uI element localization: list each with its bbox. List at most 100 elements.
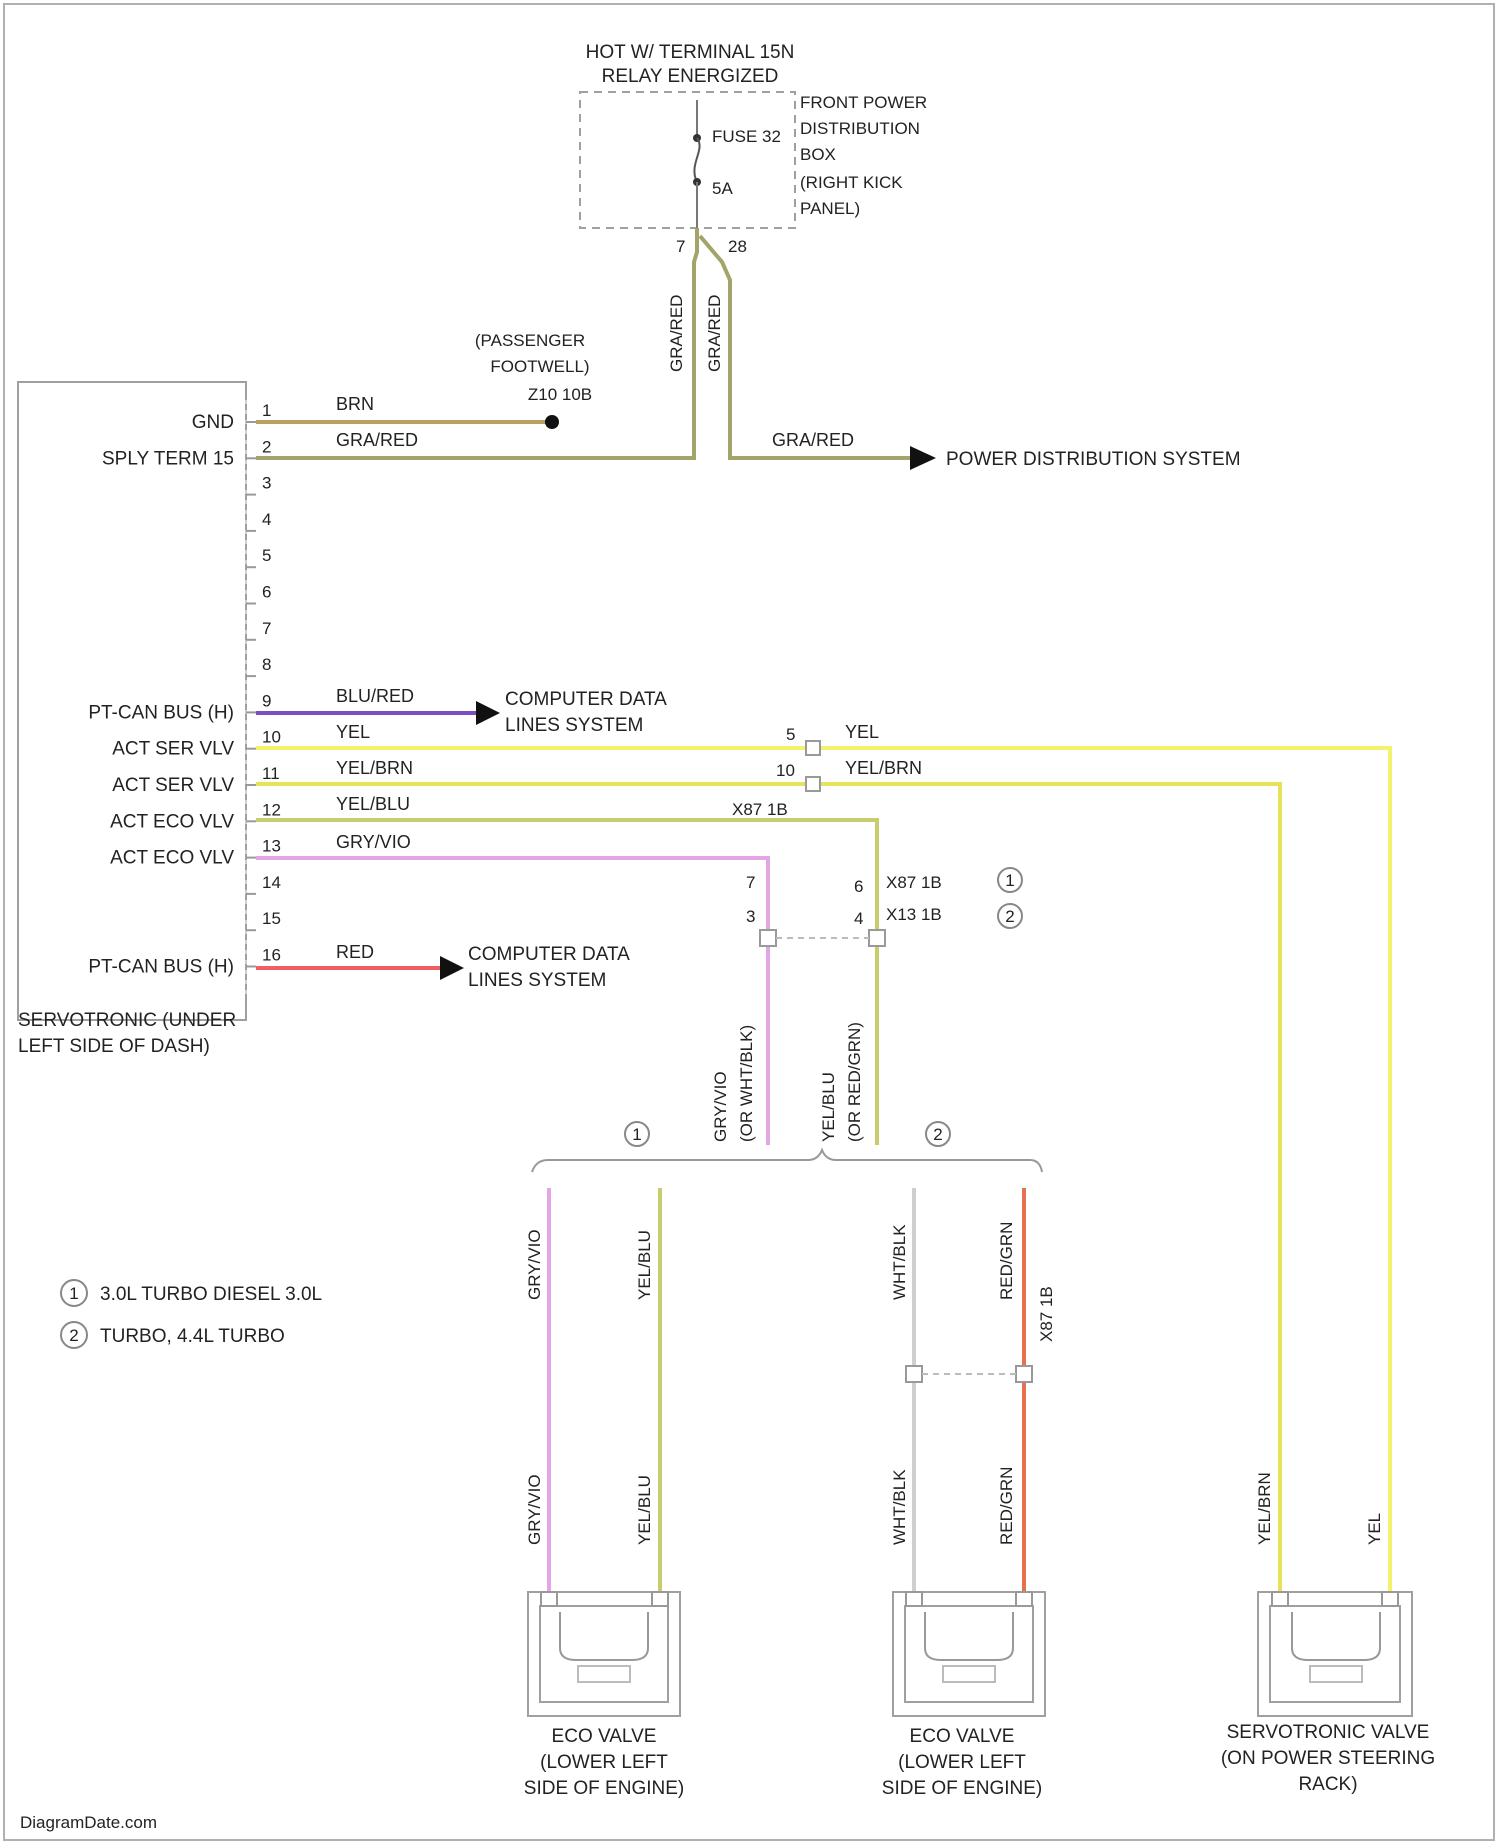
fuse-box-outline <box>580 92 795 228</box>
wire-label-riser-right: GRA/RED <box>705 295 724 372</box>
eco-valve-2: ECO VALVE (LOWER LEFT SIDE OF ENGINE) <box>882 1592 1045 1799</box>
branch-label-right-2: (OR RED/GRN) <box>845 1022 864 1142</box>
module-pin-number: 3 <box>262 474 271 493</box>
connector-pin-7: 7 <box>746 873 755 892</box>
branch-label-left-2: (OR WHT/BLK) <box>737 1025 756 1142</box>
legend-marker-1-label: 1 <box>69 1284 78 1303</box>
connector-x13-label: X13 1B <box>886 905 942 924</box>
ground-icon <box>545 415 559 429</box>
module-pin-number: 5 <box>262 546 271 565</box>
connector-right-body <box>869 930 885 946</box>
connector-pin-4: 4 <box>854 909 863 928</box>
servo-valve-name-1: SERVOTRONIC VALVE <box>1227 1722 1430 1743</box>
ground-location-1: (PASSENGER <box>475 331 585 350</box>
module-outline <box>18 382 246 1020</box>
wire-label-yel-right: YEL <box>845 722 879 742</box>
module-pin-label: PT-CAN BUS (H) <box>88 702 234 723</box>
module-pin-label: ACT ECO VLV <box>110 811 234 832</box>
wire-label-v2b-low: RED/GRN <box>997 1467 1016 1545</box>
variant-marker-1-label: 1 <box>632 1125 641 1144</box>
wire-label-2: GRA/RED <box>336 430 418 450</box>
destination-can-l-2: LINES SYSTEM <box>468 970 606 991</box>
module-pin-number: 7 <box>262 619 271 638</box>
wire-label-to-pds: GRA/RED <box>772 430 854 450</box>
signal-wires: BRN GRA/RED BLU/RED COMPUTER DATA LINES … <box>256 394 1390 1594</box>
relay-title-line-2: RELAY ENERGIZED <box>602 66 779 87</box>
wire-label-13: GRY/VIO <box>336 832 411 852</box>
fuse-rating: 5A <box>712 179 733 198</box>
eco-valve-2-name-1: ECO VALVE <box>910 1726 1015 1747</box>
inline-connector-yelbrn <box>806 777 820 791</box>
module-pin-number: 12 <box>262 800 281 819</box>
module-pin-number: 14 <box>262 873 281 892</box>
wire-label-yelbrn-right: YEL/BRN <box>845 758 922 778</box>
wire-label-v1a-low: GRY/VIO <box>525 1474 544 1545</box>
destination-can-h-2: LINES SYSTEM <box>505 715 643 736</box>
module-pin-number: 16 <box>262 946 281 965</box>
servo-valve-name-3: RACK) <box>1298 1774 1357 1795</box>
wire-gry-vio-eco <box>256 858 768 1145</box>
ground-point: (PASSENGER FOOTWELL) Z10 10B <box>256 331 592 429</box>
fuse-box: HOT W/ TERMINAL 15N RELAY ENERGIZED FUSE… <box>580 42 927 256</box>
legend-marker-2-label: 2 <box>69 1326 78 1345</box>
wire-yel-servo <box>256 748 1390 1594</box>
connector-lower-left <box>906 1366 922 1382</box>
wire-label-16: RED <box>336 942 374 962</box>
wire-label-12: YEL/BLU <box>336 794 410 814</box>
module-pin-number: 15 <box>262 909 281 928</box>
wire-label-v1a: GRY/VIO <box>525 1229 544 1300</box>
connector-left-body <box>760 930 776 946</box>
wire-label-v1b-low: YEL/BLU <box>635 1475 654 1545</box>
ground-location-2: FOOTWELL) <box>490 357 589 376</box>
destination-can-h-1: COMPUTER DATA <box>505 689 667 710</box>
module-pin-number: 11 <box>262 764 280 783</box>
connector-x87-lower-label: X87 1B <box>1037 1286 1056 1342</box>
wire-label-v2b: RED/GRN <box>997 1222 1016 1300</box>
arrow-power-distribution <box>910 446 936 470</box>
servotronic-valve: SERVOTRONIC VALVE (ON POWER STEERING RAC… <box>1221 1592 1435 1795</box>
servotronic-module: SERVOTRONIC (UNDER LEFT SIDE OF DASH) 1G… <box>18 382 281 1057</box>
arrow-can-h <box>476 701 500 725</box>
fuse-pin-left: 7 <box>676 237 685 256</box>
fuse-icon <box>694 138 699 182</box>
connector-pin-6: 6 <box>854 877 863 896</box>
variant-brace: 1 2 <box>532 1122 1042 1172</box>
wire-label-11: YEL/BRN <box>336 758 413 778</box>
notes-legend: 1 3.0L TURBO DIESEL 3.0L 2 TURBO, 4.4L T… <box>61 1280 322 1348</box>
wire-label-sv-b: YEL <box>1365 1513 1384 1545</box>
wire-label-1: BRN <box>336 394 374 414</box>
relay-title-line-1: HOT W/ TERMINAL 15N <box>586 42 795 63</box>
eco-valve-2-name-2: (LOWER LEFT <box>898 1752 1026 1773</box>
module-name-2: LEFT SIDE OF DASH) <box>18 1036 210 1057</box>
connector-pin-3: 3 <box>746 907 755 926</box>
note-marker-1-top-label: 1 <box>1005 871 1014 890</box>
inline-connector-yel <box>806 741 820 755</box>
connector-lower-right <box>1016 1366 1032 1382</box>
module-pin-number: 4 <box>262 510 271 529</box>
eco-valve-1-name-2: (LOWER LEFT <box>540 1752 668 1773</box>
fuse-box-location-5: PANEL) <box>800 199 860 218</box>
wire-label-9: BLU/RED <box>336 686 414 706</box>
wire-label-10: YEL <box>336 722 370 742</box>
legend-text-2: TURBO, 4.4L TURBO <box>100 1326 285 1347</box>
destination-can-l-1: COMPUTER DATA <box>468 944 630 965</box>
eco-valve-1: ECO VALVE (LOWER LEFT SIDE OF ENGINE) <box>524 1592 684 1799</box>
wire-label-v1b: YEL/BLU <box>635 1230 654 1300</box>
fuse-pin-right: 28 <box>728 237 747 256</box>
ground-id: Z10 10B <box>528 385 592 404</box>
connector-pin-10: 10 <box>776 761 795 780</box>
module-pin-number: 1 <box>262 401 271 420</box>
lower-wires: GRY/VIO YEL/BLU GRY/VIO YEL/BLU WHT/BLK … <box>525 1188 1384 1594</box>
wire-label-v2a: WHT/BLK <box>890 1224 909 1300</box>
legend-text-1: 3.0L TURBO DIESEL 3.0L <box>100 1284 322 1305</box>
arrow-can-l <box>440 956 464 980</box>
module-name-1: SERVOTRONIC (UNDER <box>18 1010 236 1031</box>
module-pin-label: ACT SER VLV <box>112 739 234 760</box>
wire-label-v2a-low: WHT/BLK <box>890 1469 909 1545</box>
variant-marker-2-label: 2 <box>933 1125 942 1144</box>
connector-x87-label: X87 1B <box>886 873 942 892</box>
branch-label-left-1: GRY/VIO <box>711 1071 730 1142</box>
module-pin-number: 10 <box>262 728 281 747</box>
splice-x87-label: X87 1B <box>732 800 788 819</box>
